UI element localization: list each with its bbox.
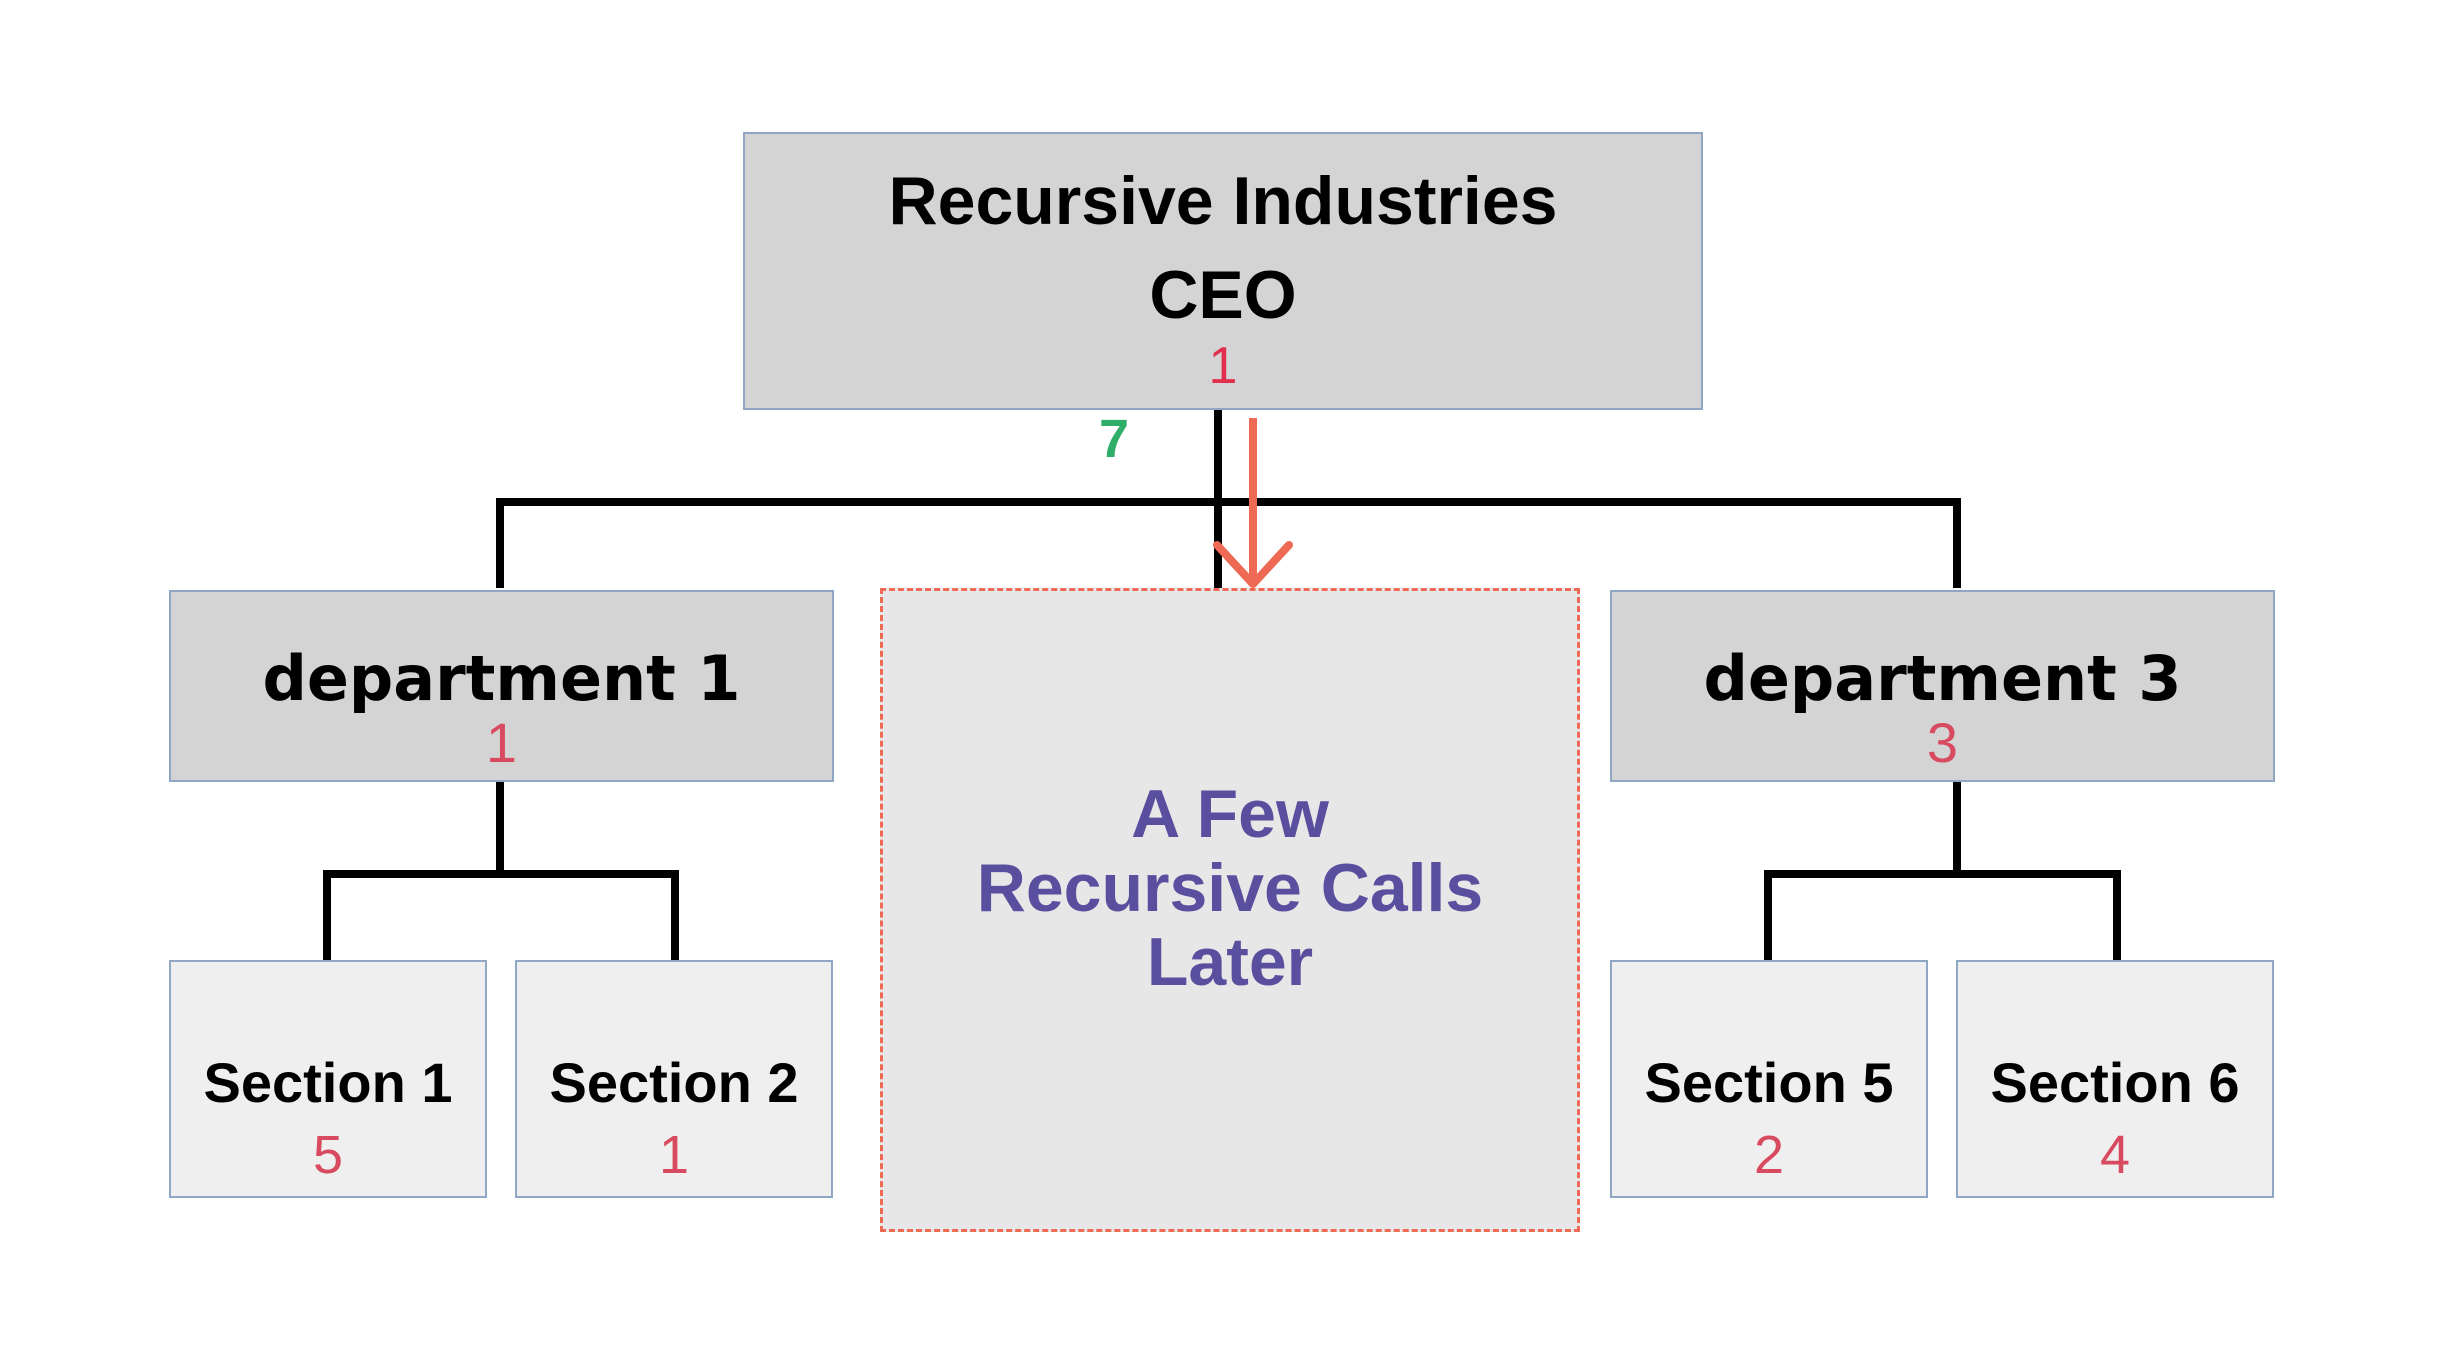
section-label: Section 5 [1644,1051,1894,1114]
section-count: 1 [658,1125,690,1185]
section-node: Section 2 1 [515,960,833,1198]
section-label: Section 1 [203,1051,453,1114]
dept1-section-bus [323,870,679,962]
department-label: department 3 [1703,642,2182,715]
ceo-role: CEO [1149,257,1297,333]
department-count: 1 [485,711,518,774]
section-label: Section 6 [1990,1051,2240,1114]
department-bus [496,498,1961,588]
ceo-count: 1 [1208,337,1238,395]
department-label: department 1 [262,642,741,715]
recursive-calls-placeholder: A Few Recursive Calls Later [880,588,1580,1232]
section-count: 5 [312,1125,344,1185]
department-node: department 3 3 [1610,590,2275,782]
dept3-section-bus [1764,870,2121,962]
section-node: Section 6 4 [1956,960,2274,1198]
section-label: Section 2 [549,1051,799,1114]
ceo-title: Recursive Industries [888,163,1558,239]
edge-count-label: 7 [1098,409,1130,469]
section-node: Section 1 5 [169,960,487,1198]
placeholder-text: A Few Recursive Calls Later [883,777,1577,999]
section-node: Section 5 2 [1610,960,1928,1198]
department-node: department 1 1 [169,590,834,782]
section-count: 4 [2099,1125,2131,1185]
placeholder-line: A Few [1131,776,1329,852]
department-count: 3 [1926,711,1959,774]
section-count: 2 [1753,1125,1785,1185]
ceo-node: Recursive Industries CEO 1 [743,132,1703,410]
placeholder-line: Later [1146,924,1314,1000]
placeholder-line: Recursive Calls [976,850,1484,926]
recursion-arrow-head [1213,541,1293,588]
